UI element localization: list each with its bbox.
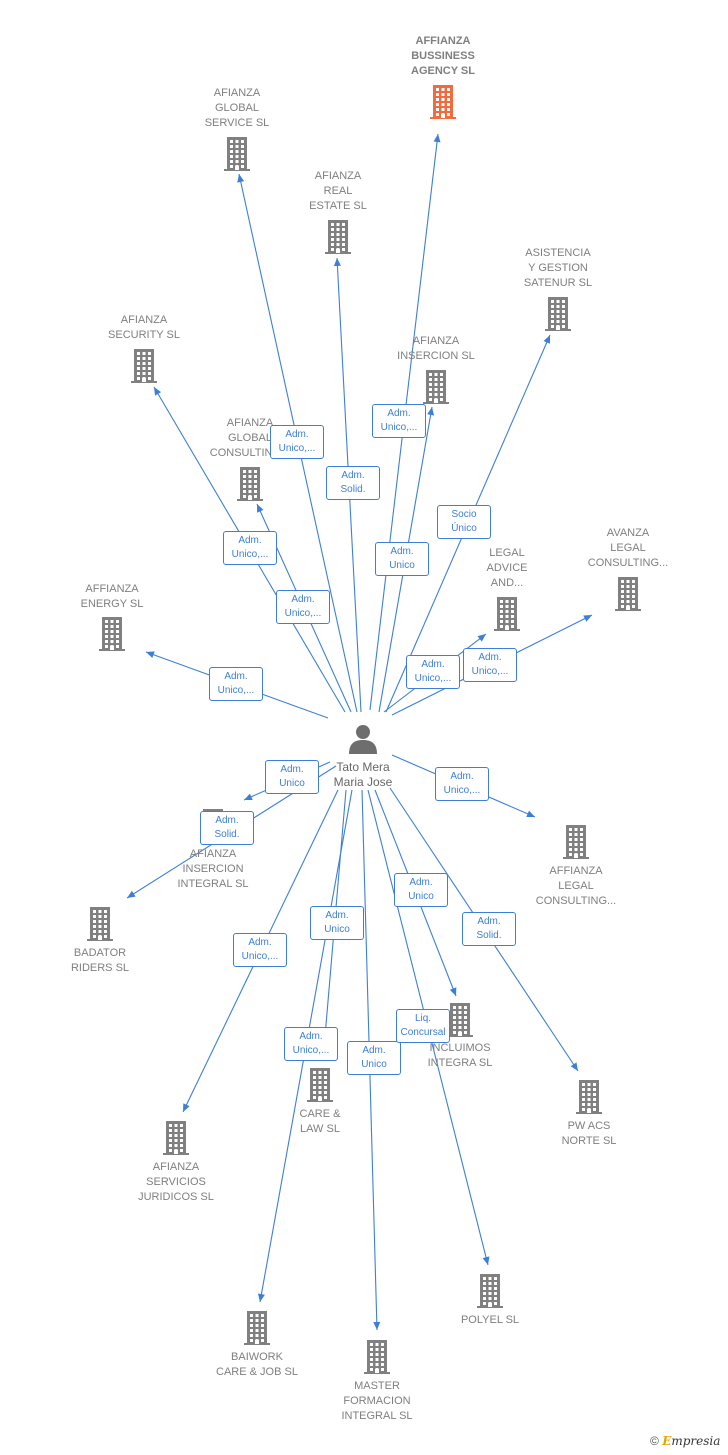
company-name[interactable]: AVANZA LEGAL CONSULTING... xyxy=(587,527,669,569)
company-name[interactable]: AFIANZA INSERCION SL xyxy=(397,335,475,362)
building-icon[interactable] xyxy=(444,1002,476,1038)
arrowhead-afianza-global-consulting xyxy=(257,504,264,513)
company-name[interactable]: MASTER FORMACION INTEGRAL SL xyxy=(341,1380,413,1422)
company-name[interactable]: AFIANZA REAL ESTATE SL xyxy=(309,170,367,212)
relation-role-label[interactable]: Adm. Solid. xyxy=(200,811,254,845)
building-icon[interactable] xyxy=(234,466,266,502)
company-name[interactable]: AFIANZA INSERCION INTEGRAL SL xyxy=(177,848,249,890)
building-icon[interactable] xyxy=(420,369,452,405)
arrowhead-affianza-energy xyxy=(146,651,155,659)
person-icon[interactable] xyxy=(346,722,380,756)
arrowhead-asistencia-y-gestion-satenur xyxy=(543,335,551,344)
arrowhead-pw-acs-norte xyxy=(570,1062,578,1071)
company-name[interactable]: AFFIANZA BUSSINESS AGENCY SL xyxy=(411,35,475,77)
building-icon[interactable] xyxy=(427,84,459,120)
company-name[interactable]: POLYEL SL xyxy=(460,1314,520,1326)
building-icon[interactable] xyxy=(542,296,574,332)
company-name[interactable]: ASISTENCIA Y GESTION SATENUR SL xyxy=(523,247,593,289)
company-name[interactable]: CARE & LAW SL xyxy=(299,1108,341,1135)
company-name[interactable]: AFIANZA GLOBAL SERVICE SL xyxy=(204,87,270,129)
relation-role-label[interactable]: Adm. Unico xyxy=(347,1041,401,1075)
relation-role-label[interactable]: Adm. Unico xyxy=(265,760,319,794)
arrowhead-afianza-insercion-integral xyxy=(244,793,253,800)
relation-role-label[interactable]: Adm. Solid. xyxy=(326,466,380,500)
building-icon[interactable] xyxy=(560,824,592,860)
building-icon[interactable] xyxy=(84,906,116,942)
arrowhead-incluimos-integra xyxy=(449,987,457,996)
relation-role-label[interactable]: Adm. Unico,... xyxy=(435,767,489,801)
relation-role-label[interactable]: Adm. Unico,... xyxy=(372,404,426,438)
arrowhead-afianza-security xyxy=(154,387,162,396)
building-icon[interactable] xyxy=(322,219,354,255)
arrowhead-afianza-real-estate xyxy=(333,258,341,267)
relation-role-label[interactable]: Adm. Unico,... xyxy=(233,933,287,967)
building-icon[interactable] xyxy=(304,1067,336,1103)
empresia-logo: Empresia xyxy=(662,1434,721,1448)
arrowhead-affianza-bussiness-agency xyxy=(433,134,441,143)
relation-role-label[interactable]: Adm. Unico,... xyxy=(463,648,517,682)
company-name[interactable]: PW ACS NORTE SL xyxy=(561,1120,617,1147)
company-name[interactable]: BADATOR RIDERS SL xyxy=(70,947,130,974)
arrowhead-avanza-legal-consulting xyxy=(583,615,592,622)
building-icon[interactable] xyxy=(573,1079,605,1115)
arrowhead-badator-riders xyxy=(127,890,136,898)
building-icon[interactable] xyxy=(96,616,128,652)
company-name[interactable]: AFIANZA SECURITY SL xyxy=(108,314,180,341)
building-icon[interactable] xyxy=(128,348,160,384)
company-name[interactable]: AFFIANZA LEGAL CONSULTING... xyxy=(535,865,617,907)
arrowhead-legal-advice-and xyxy=(477,634,486,642)
company-name[interactable]: LEGAL ADVICE AND... xyxy=(486,547,528,589)
relation-role-label[interactable]: Adm. Unico,... xyxy=(223,531,277,565)
empresia-watermark: © Empresia xyxy=(650,1434,728,1452)
relation-role-label[interactable]: Adm. Solid. xyxy=(462,912,516,946)
relation-role-label[interactable]: Socio Único xyxy=(437,505,491,539)
relation-role-label[interactable]: Adm. Unico,... xyxy=(276,590,330,624)
company-name[interactable]: BAIWORK CARE & JOB SL xyxy=(216,1351,298,1378)
relation-role-label[interactable]: Liq. Concursal xyxy=(396,1009,450,1043)
relation-role-label[interactable]: Adm. Unico xyxy=(394,873,448,907)
company-name[interactable]: AFFIANZA ENERGY SL xyxy=(80,583,144,610)
relation-role-label[interactable]: Adm. Unico xyxy=(310,906,364,940)
relation-role-label[interactable]: Adm. Unico,... xyxy=(284,1027,338,1061)
building-icon[interactable] xyxy=(612,576,644,612)
arrowhead-baiwork-care-job xyxy=(257,1293,265,1302)
arrowhead-master-formacion-integral xyxy=(373,1321,381,1330)
relation-role-label[interactable]: Adm. Unico,... xyxy=(270,425,324,459)
copyright-symbol: © xyxy=(650,1434,659,1448)
company-name[interactable]: AFIANZA SERVICIOS JURIDICOS SL xyxy=(138,1161,214,1203)
arrowhead-afianza-insercion xyxy=(427,407,435,416)
relation-role-label[interactable]: Adm. Unico xyxy=(375,542,429,576)
building-icon[interactable] xyxy=(474,1273,506,1309)
person-name[interactable]: Tato Mera Maria Jose xyxy=(333,760,393,789)
building-icon[interactable] xyxy=(221,136,253,172)
relation-role-label[interactable]: Adm. Unico,... xyxy=(209,667,263,701)
building-icon[interactable] xyxy=(160,1120,192,1156)
arrowhead-afianza-servicios-juridicos xyxy=(183,1103,190,1112)
relation-role-label[interactable]: Adm. Unico,... xyxy=(406,655,460,689)
company-name[interactable]: INCLUIMOS INTEGRA SL xyxy=(427,1042,493,1069)
arrowhead-polyel xyxy=(482,1256,490,1265)
building-icon[interactable] xyxy=(241,1310,273,1346)
building-icon[interactable] xyxy=(491,596,523,632)
building-icon[interactable] xyxy=(361,1339,393,1375)
arrowhead-affianza-legal-consulting xyxy=(526,810,535,818)
arrowhead-afianza-global-service xyxy=(237,174,245,183)
